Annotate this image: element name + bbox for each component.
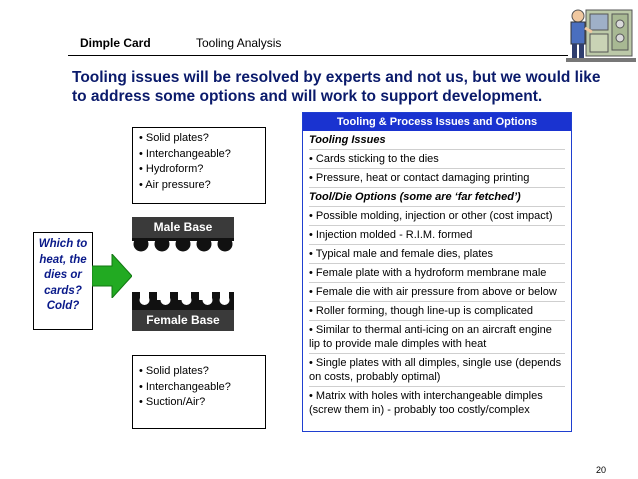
bottom-options-box: • Solid plates? • Interchangeable? • Suc…: [132, 355, 266, 429]
top-option-item: • Interchangeable?: [139, 147, 231, 160]
bottom-option-item: • Interchangeable?: [139, 380, 231, 393]
panel-item: • Pressure, heat or contact damaging pri…: [309, 169, 565, 188]
dies-diagram: [132, 238, 234, 310]
panel-item: • Female die with air pressure from abov…: [309, 283, 565, 302]
top-options-box: • Solid plates? • Interchangeable? • Hyd…: [132, 127, 266, 204]
panel-section-heading: Tooling Issues: [309, 131, 565, 150]
panel-item: • Matrix with holes with interchangeable…: [309, 390, 543, 416]
panel-item: • Roller forming, though line-up is comp…: [309, 302, 565, 321]
header-left-label: Dimple Card: [80, 36, 151, 50]
panel-item: • Single plates with all dimples, single…: [309, 354, 565, 387]
panel-header: Tooling & Process Issues and Options: [303, 113, 571, 131]
panel-body: Tooling Issues • Cards sticking to the d…: [303, 131, 571, 419]
panel-section-heading: Tool/Die Options (some are ‘far fetched’…: [309, 188, 565, 207]
bottom-option-item: • Suction/Air?: [139, 396, 206, 408]
panel-item: • Typical male and female dies, plates: [309, 245, 565, 264]
header-right-label: Tooling Analysis: [196, 36, 282, 50]
heat-question-box: Which to heat, the dies or cards? Cold?: [33, 232, 93, 330]
slide-title: Tooling issues will be resolved by exper…: [72, 69, 601, 105]
panel-item: • Female plate with a hydroform membrane…: [309, 264, 565, 283]
panel-item: • Similar to thermal anti-icing on an ai…: [309, 321, 565, 354]
top-option-item: • Hydroform?: [139, 163, 204, 175]
male-dimples: [132, 238, 234, 252]
female-base-bar: Female Base: [132, 310, 234, 331]
question-line: Which to: [38, 238, 88, 250]
question-line: cards?: [44, 284, 82, 297]
panel-item: • Injection molded - R.I.M. formed: [309, 226, 565, 245]
page-number: 20: [596, 465, 607, 475]
top-option-item: • Air pressure?: [139, 178, 211, 191]
tooling-issues-panel: Tooling & Process Issues and Options Too…: [302, 112, 572, 432]
panel-item: • Possible molding, injection or other (…: [309, 207, 565, 226]
header-divider: [68, 55, 568, 56]
top-option-item: • Solid plates?: [139, 132, 209, 144]
bottom-option-item: • Solid plates?: [139, 365, 209, 377]
worker-machine-clipart: [566, 9, 636, 62]
question-line: Cold?: [46, 300, 80, 312]
panel-item: • Cards sticking to the dies: [309, 150, 565, 169]
male-base-bar: Male Base: [132, 217, 234, 238]
female-dimples: [132, 292, 234, 310]
question-line: heat, the: [39, 253, 87, 266]
green-arrow-icon: [92, 254, 132, 298]
question-line: dies or: [44, 269, 82, 281]
